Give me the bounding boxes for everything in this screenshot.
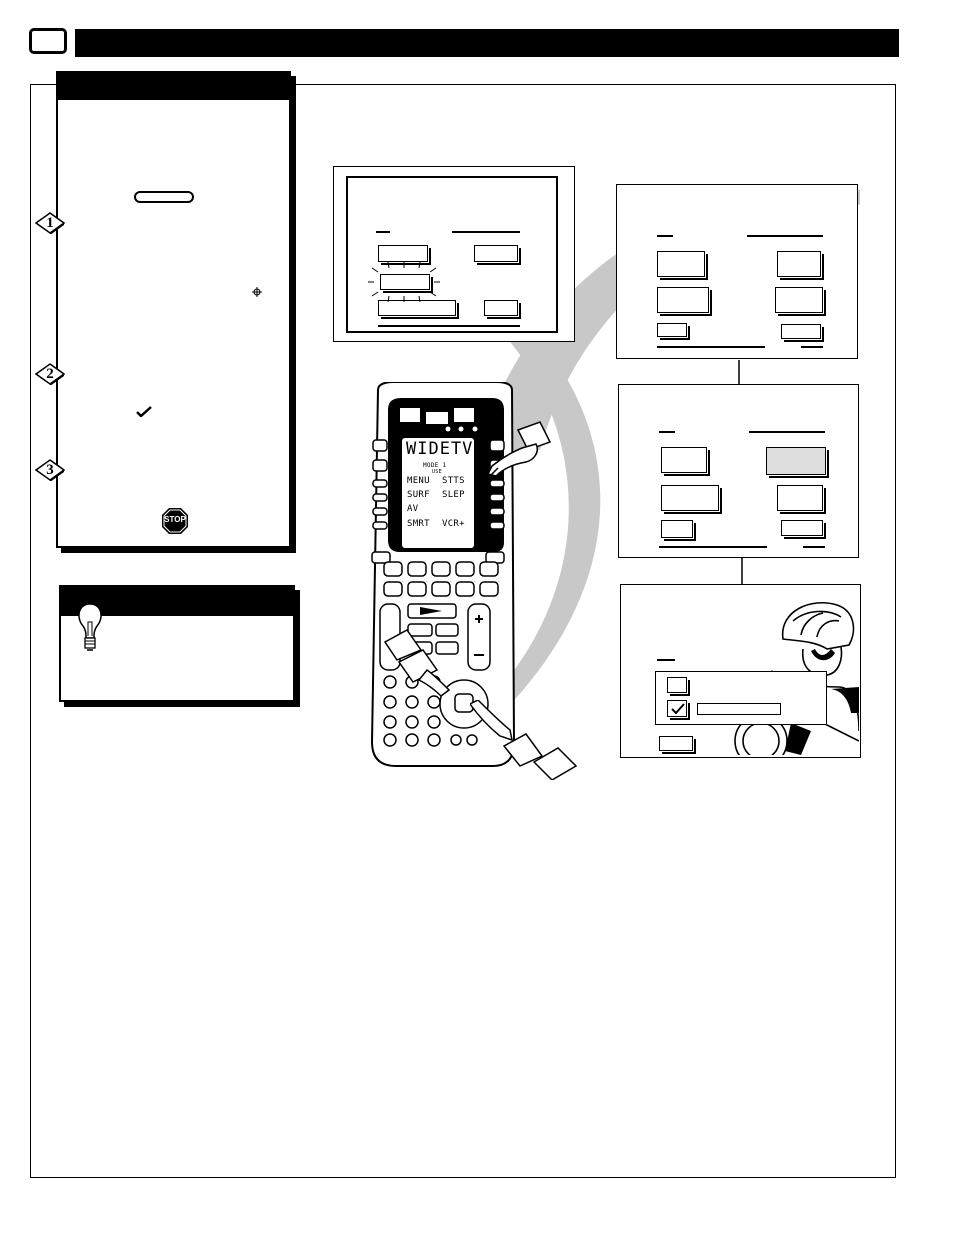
lcd-softkey-vcr: VCR+	[442, 519, 465, 529]
pointing-hand-icon	[470, 700, 578, 780]
tv-screen-main-menu	[333, 166, 575, 342]
tv-screen-options	[618, 384, 859, 558]
lightbulb-icon	[65, 592, 115, 651]
lcd-mode: MODE 1	[423, 462, 447, 469]
lcd-softkey-smart: SMRT	[407, 519, 430, 529]
stop-sign-icon: STOP	[161, 507, 189, 535]
cursor-pad-icon	[252, 287, 262, 297]
lcd-use: USE	[432, 469, 442, 475]
option-box	[777, 485, 826, 514]
option-box	[661, 447, 710, 476]
submenu-option-box	[775, 287, 826, 316]
menu-button-illustration	[134, 191, 194, 203]
step-marker-2: 2	[35, 363, 65, 385]
tv-screen-checklist	[620, 584, 861, 758]
lcd-softkey-status: STTS	[442, 476, 465, 486]
stop-sign-label: STOP	[164, 515, 186, 524]
menu-option-box	[378, 300, 459, 319]
selected-option-bar	[697, 703, 781, 715]
highlight-glow-icon	[368, 262, 440, 302]
lcd-softkey-sleep: SLEP	[442, 490, 465, 500]
submenu-option-highlighted	[781, 324, 824, 342]
option-box	[659, 736, 696, 754]
option-box	[661, 520, 696, 541]
submenu-option-box	[657, 287, 712, 316]
option-highlighted	[661, 485, 722, 514]
content-frame	[30, 84, 896, 1178]
step-marker-3: 3	[35, 459, 65, 481]
lcd-title: WIDETV	[406, 439, 474, 459]
tv-screen-submenu	[616, 184, 858, 359]
step-marker-1: 1	[35, 212, 65, 234]
page-number-box	[29, 28, 67, 54]
lcd-softkey-surf: SURF	[407, 490, 430, 500]
submenu-option-box	[657, 323, 690, 340]
menu-option-box	[378, 245, 431, 265]
pointing-hand-icon	[485, 421, 552, 481]
checkbox-unchecked	[667, 677, 690, 696]
lcd-softkey-menu: MENU	[407, 476, 430, 486]
submenu-option-box	[657, 251, 708, 280]
menu-option-box	[484, 300, 521, 319]
submenu-option-box	[777, 251, 824, 280]
menu-option-highlighted	[380, 274, 433, 293]
checkmark-icon	[671, 703, 685, 714]
option-box-greyed	[766, 447, 829, 478]
lcd-softkey-av: AV	[407, 504, 419, 514]
checkmark-icon	[136, 406, 152, 417]
menu-option-box	[474, 245, 521, 265]
pointing-hand-icon	[383, 629, 451, 697]
instruction-panel-header	[56, 71, 291, 100]
option-box	[781, 520, 826, 539]
instruction-panel	[56, 71, 291, 548]
cyclist-illustration	[734, 601, 859, 755]
checkbox-checked	[667, 700, 690, 720]
header-bar	[75, 29, 899, 57]
